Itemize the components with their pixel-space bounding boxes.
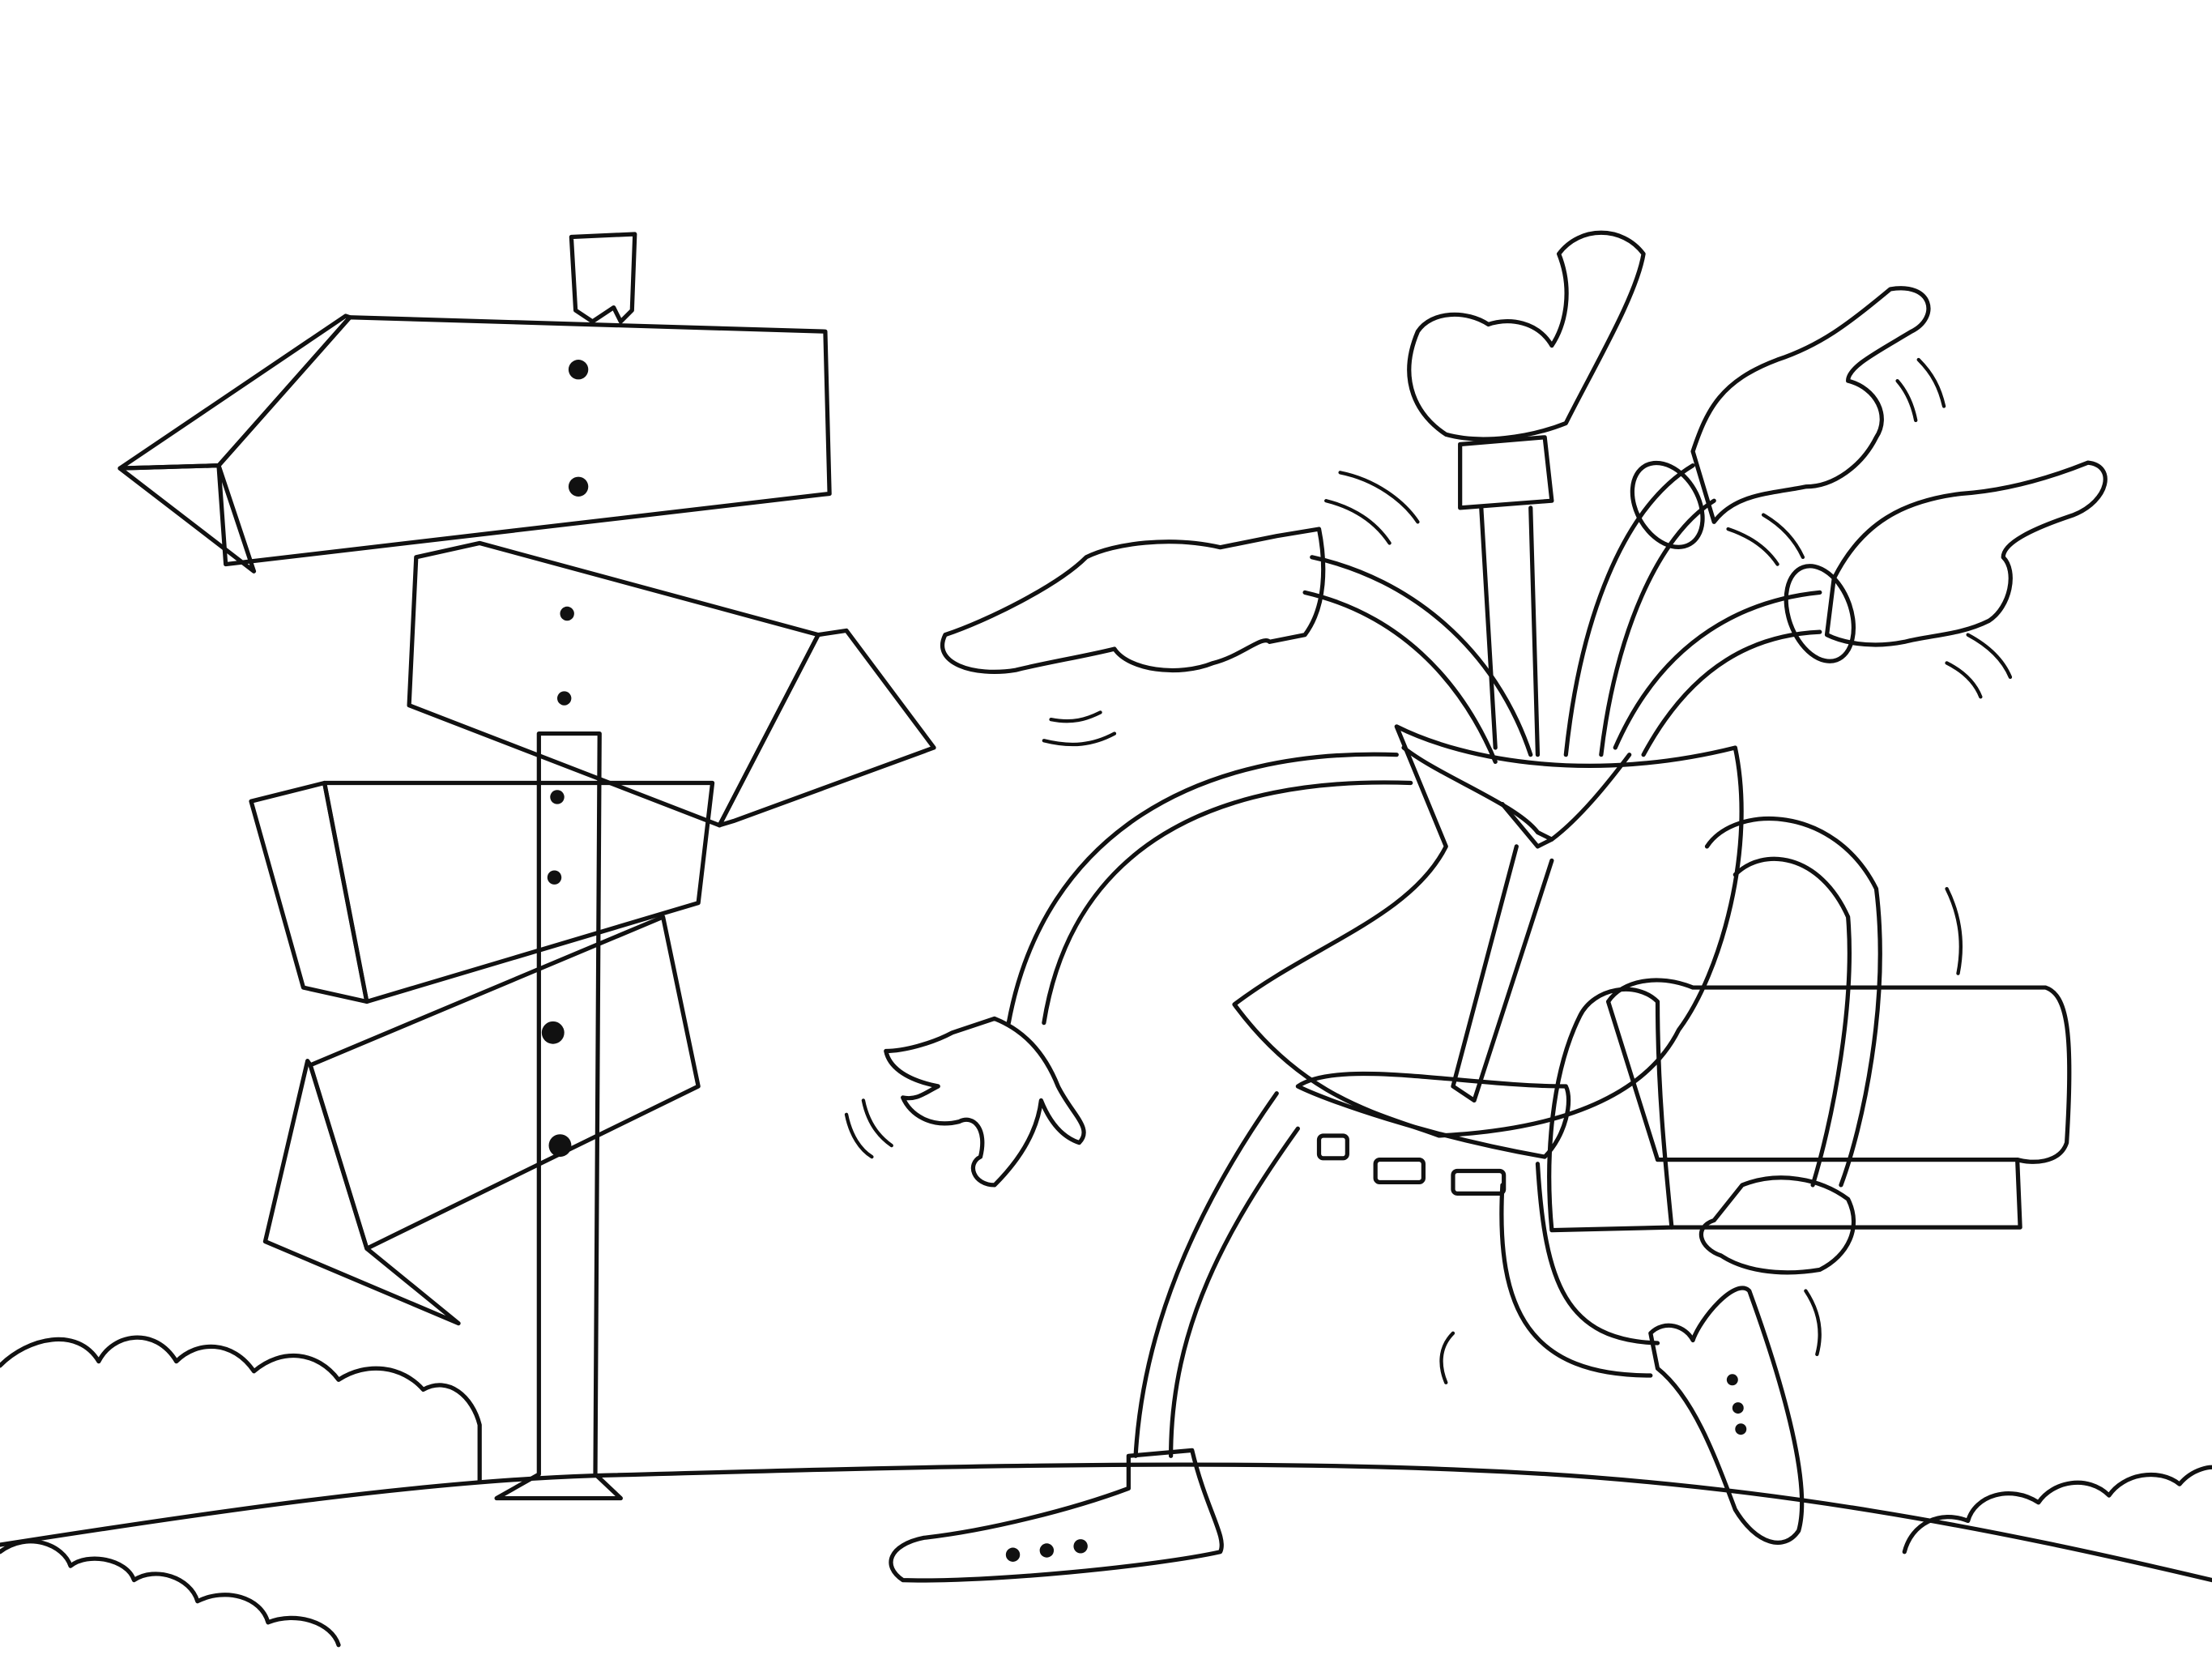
hand-down-icon xyxy=(884,1016,1086,1188)
back-leg xyxy=(1499,1162,1660,1378)
sign-top-bottom xyxy=(117,463,257,574)
nail xyxy=(541,1021,565,1044)
hand-fist-icon xyxy=(1407,230,1646,510)
arm-point-right-upper xyxy=(1563,460,1716,757)
hand-point-right-upper-icon xyxy=(1690,286,1931,524)
post-body xyxy=(494,731,623,1501)
sneaker-front-icon xyxy=(889,1448,1224,1583)
arm-holding-book xyxy=(1704,817,1882,1188)
book-icon xyxy=(1547,978,2072,1233)
left-arm xyxy=(1006,752,1413,1026)
signpost-icon xyxy=(117,232,936,1501)
hill-line xyxy=(0,1462,2212,1583)
motion-lines xyxy=(844,357,2013,1384)
front-leg xyxy=(1133,1091,1300,1458)
bush-left-icon xyxy=(0,1335,482,1648)
hand-point-left-icon xyxy=(940,527,1326,674)
nail xyxy=(547,870,562,885)
torso xyxy=(1232,724,1744,1138)
sign-bottom-side xyxy=(262,1059,461,1326)
background xyxy=(0,14,2212,1645)
arm-point-left xyxy=(1302,555,1533,765)
sign-mid-edge xyxy=(717,628,936,828)
nail xyxy=(550,790,565,804)
hand-point-right-lower-icon xyxy=(1824,460,2108,647)
arm-raised xyxy=(1479,505,1541,757)
nail xyxy=(556,691,572,706)
nail xyxy=(560,606,574,621)
bush-right-icon xyxy=(1902,1465,2212,1555)
nail xyxy=(548,1134,572,1158)
character xyxy=(844,230,2108,1583)
ground xyxy=(0,1462,2212,1583)
post-top xyxy=(569,232,637,324)
nail xyxy=(568,476,589,497)
sneaker-back-icon xyxy=(1648,1286,1805,1545)
arm-point-right-lower xyxy=(1613,564,1856,757)
nail xyxy=(568,360,589,380)
sign-box-side xyxy=(249,780,369,1004)
hand-holding-book-icon xyxy=(1698,1175,1856,1275)
